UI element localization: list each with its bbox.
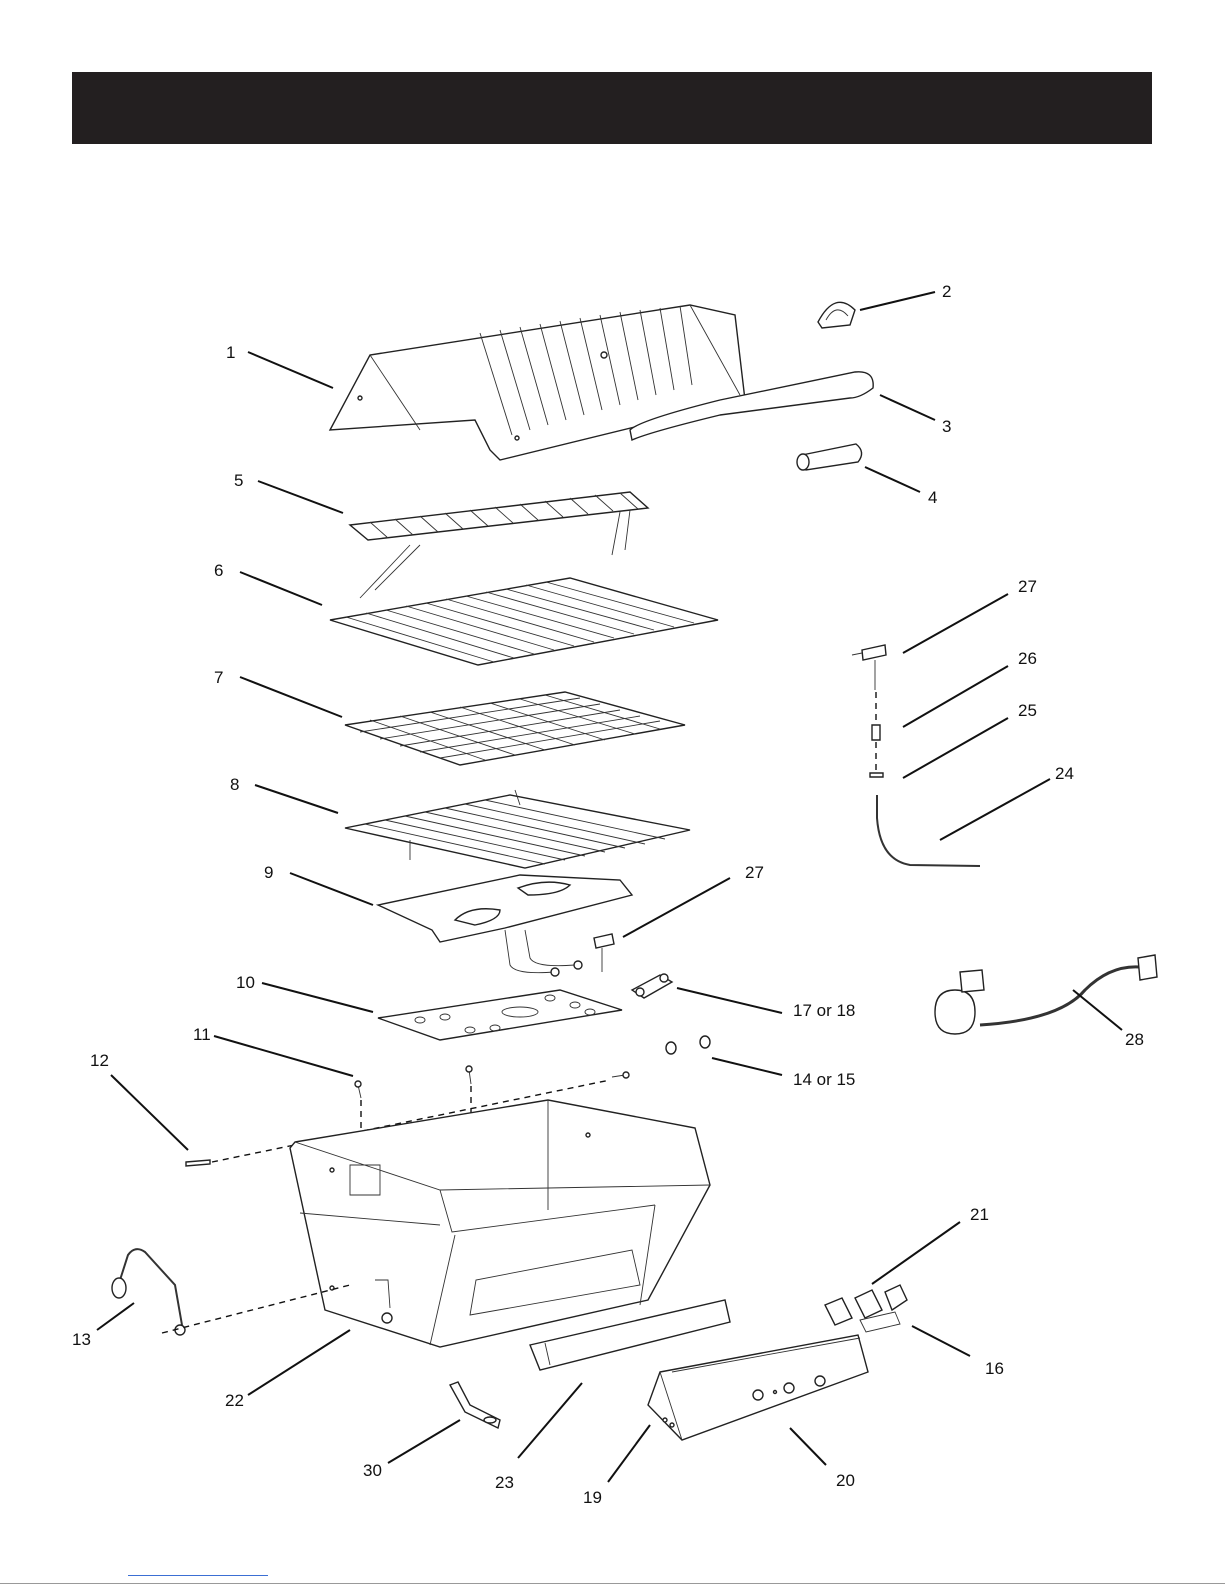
leader-28 [1073,990,1122,1030]
label-22: 22 [225,1391,244,1410]
label-9: 9 [264,863,273,882]
label-24: 24 [1055,764,1074,783]
label-27b: 27 [745,863,764,882]
leader-5 [258,481,343,513]
page-bottom-rule [0,1583,1225,1584]
leader-22 [248,1330,350,1395]
leader-20 [790,1428,826,1465]
leader-16 [912,1326,970,1356]
firebox [290,1100,710,1347]
control-knobs [825,1285,907,1332]
electrode-assembly [852,645,980,866]
burner [378,875,632,976]
label-6: 6 [214,561,223,580]
label-16: 16 [985,1359,1004,1378]
label-25: 25 [1018,701,1037,720]
leader-4 [865,467,920,492]
leader-6 [240,572,322,605]
leader-13 [97,1303,134,1330]
leader-17-18 [677,988,782,1013]
label-5: 5 [234,471,243,490]
label-19: 19 [583,1488,602,1507]
leader-19 [608,1425,650,1482]
label-13: 13 [72,1330,91,1349]
leader-27b [623,878,730,937]
leader-12 [111,1075,188,1150]
leader-27a [903,594,1008,653]
match-holder [112,1249,185,1335]
label-8: 8 [230,775,239,794]
label-21: 21 [970,1205,989,1224]
control-panel [648,1335,868,1440]
label-20: 20 [836,1471,855,1490]
label-1: 1 [226,343,235,362]
cooking-grid [330,578,718,665]
leader-30 [388,1420,460,1463]
label-30: 30 [363,1461,382,1480]
leader-2 [860,292,935,310]
leader-26 [903,666,1008,727]
page-link-underline[interactable] [128,1575,268,1576]
label-17-18: 17 or 18 [793,1001,855,1020]
label-4: 4 [928,488,937,507]
label-12: 12 [90,1051,109,1070]
leader-25 [903,718,1008,778]
label-11: 11 [193,1025,211,1044]
leader-24 [940,779,1050,840]
leader-1 [248,352,333,388]
bolt [186,1160,210,1166]
label-28: 28 [1125,1030,1144,1049]
leader-11 [214,1036,353,1076]
leader-23 [518,1383,582,1458]
leader-14-15 [712,1058,782,1075]
label-14-15: 14 or 15 [793,1070,855,1089]
regulator-hose [935,955,1157,1034]
label-23: 23 [495,1473,514,1492]
leader-10 [262,983,373,1012]
label-27a: 27 [1018,577,1037,596]
leader-21 [872,1222,960,1284]
warming-rack [350,492,648,598]
leader-7 [240,677,342,717]
rock-grate [345,790,690,868]
leader-8 [255,785,338,813]
valve [632,974,672,998]
thermometer [818,302,855,328]
handle-tube [797,444,862,470]
leader-9 [290,873,373,905]
label-7: 7 [214,668,223,687]
label-3: 3 [942,417,951,436]
lid [330,305,745,460]
label-10: 10 [236,973,255,992]
heat-shield [378,990,622,1040]
orifices [666,1036,710,1054]
leader-3 [880,395,935,420]
screws [355,1066,629,1098]
briquette-tray [345,692,685,765]
label-26: 26 [1018,649,1037,668]
label-2: 2 [942,282,951,301]
